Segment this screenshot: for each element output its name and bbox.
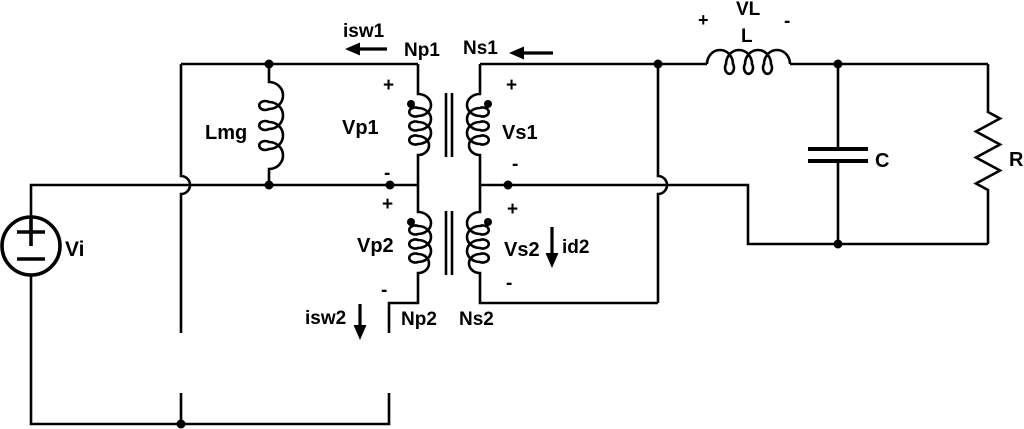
vi-plus-sign <box>17 218 45 246</box>
label-np2: Np2 <box>401 309 437 330</box>
isw2-arrow <box>353 304 367 340</box>
sign-vs1-plus: + <box>506 75 517 96</box>
label-vp1: Vp1 <box>342 117 379 139</box>
label-r: R <box>1009 149 1024 171</box>
sign-vs2-minus: - <box>506 273 512 294</box>
wire-ns2-return-riser <box>656 64 669 303</box>
label-id2: id2 <box>562 237 589 258</box>
capacitor-plates <box>808 147 868 163</box>
winding-np2 <box>387 185 433 333</box>
sign-vp1-plus: + <box>383 75 394 96</box>
label-vl: VL <box>736 0 761 20</box>
sign-vp2-minus: - <box>381 280 387 301</box>
label-c: C <box>875 150 889 172</box>
label-vp2: Vp2 <box>357 235 394 257</box>
voltage-source-vi <box>0 215 62 277</box>
label-np1: Np1 <box>404 40 440 61</box>
isw2-arrow-head <box>353 325 367 340</box>
wire-switch1-branch <box>179 64 192 424</box>
sign-vp2-plus: + <box>382 194 393 215</box>
resistor-r <box>973 64 1003 244</box>
isw1-arrow <box>345 42 387 56</box>
wire-secondary-center-rail <box>480 183 988 246</box>
sign-vp1-minus: - <box>384 163 390 184</box>
label-vs1: Vs1 <box>502 122 538 144</box>
label-ns1: Ns1 <box>463 38 498 59</box>
label-isw2: isw2 <box>305 308 346 329</box>
polarity-dot-ns2 <box>484 218 492 226</box>
inductor-lmg <box>257 64 285 185</box>
transformer-core-top <box>444 93 454 157</box>
junction-dot-primary-center <box>385 180 395 190</box>
junction-dot-lmg-bottom <box>264 180 274 190</box>
sign-vl-minus: - <box>784 11 790 32</box>
label-isw1: isw1 <box>343 21 385 42</box>
sign-vs2-plus: + <box>507 199 518 220</box>
winding-ns2 <box>465 185 658 305</box>
polarity-dot-np2 <box>407 218 415 226</box>
junction-dot-cap-bottom <box>833 239 843 249</box>
ns1-arrow-head <box>509 46 524 60</box>
wire-primary-center-rail <box>29 183 418 217</box>
transformer-core-bottom <box>444 211 454 275</box>
id2-arrow <box>545 227 559 268</box>
junction-dot-lmg-top <box>264 59 274 69</box>
junction-dot-riser-top <box>653 59 663 69</box>
junction-dot-secondary-center <box>503 180 513 190</box>
polarity-dot-ns1 <box>484 100 492 108</box>
label-l: L <box>741 26 753 47</box>
label-vs2: Vs2 <box>504 239 540 261</box>
label-vi: Vi <box>65 238 84 261</box>
label-lmg: Lmg <box>205 122 247 144</box>
junction-dot-sw1-bottom <box>176 419 186 429</box>
isw1-arrow-head <box>345 42 360 56</box>
capacitor-c <box>808 64 868 244</box>
winding-ns1 <box>465 64 490 185</box>
polarity-dot-np1 <box>407 100 415 108</box>
sign-vs1-minus: - <box>512 154 518 175</box>
sign-vl-plus: + <box>698 10 709 30</box>
wire-bottom-rail <box>29 276 391 426</box>
inductor-l <box>705 48 792 76</box>
label-ns2: Ns2 <box>459 309 494 330</box>
ns1-current-arrow <box>509 46 553 60</box>
vi-circle <box>0 215 62 277</box>
winding-np1 <box>408 64 433 185</box>
junction-dot-cap-top <box>833 59 843 69</box>
id2-arrow-head <box>545 253 559 268</box>
